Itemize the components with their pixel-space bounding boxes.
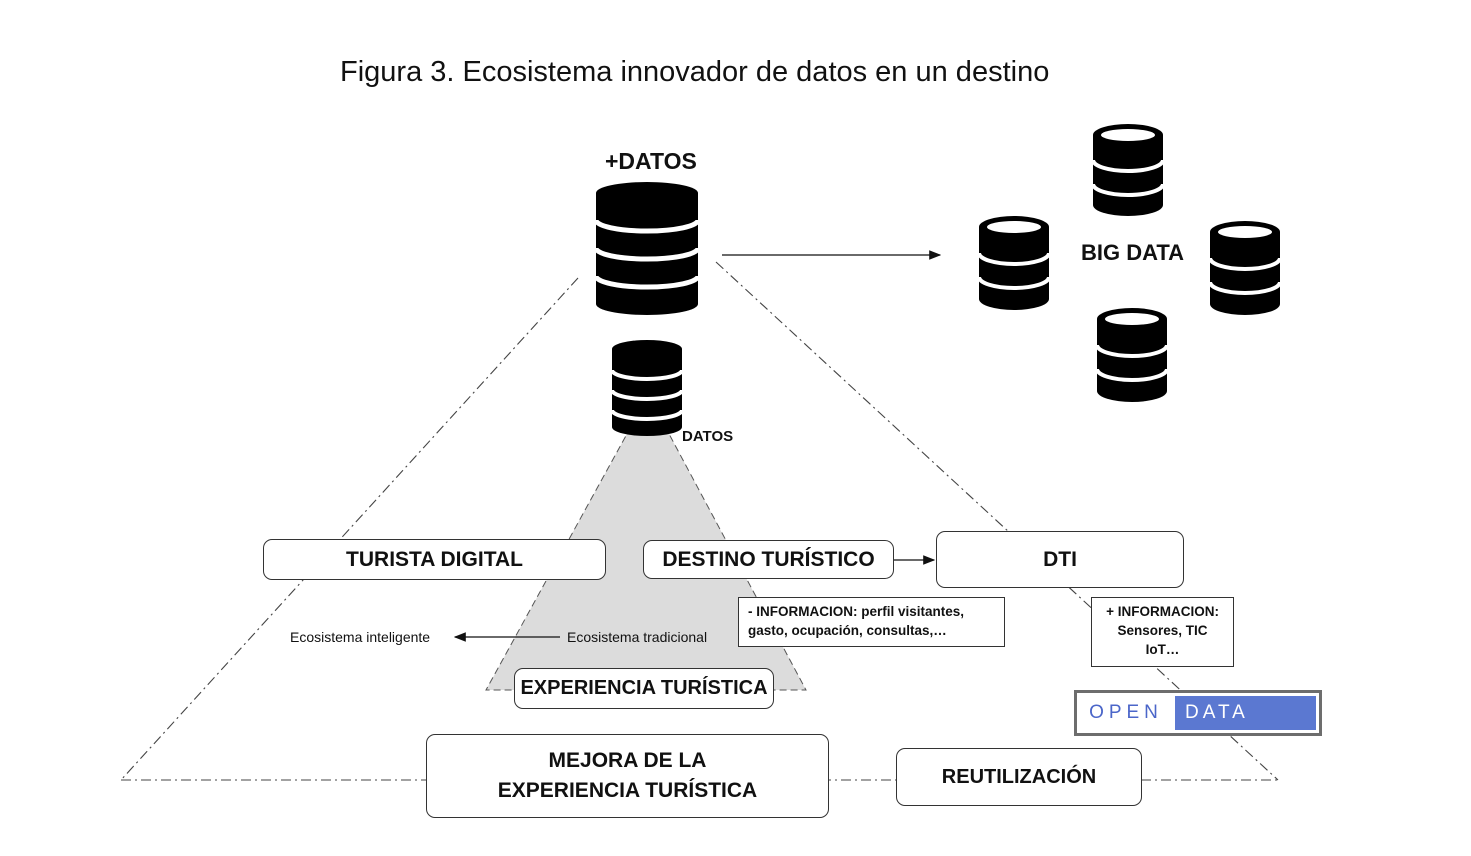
mejora-experiencia-box: MEJORA DE LA EXPERIENCIA TURÍSTICA (426, 734, 829, 818)
mejora-line-1: MEJORA DE LA (548, 749, 707, 772)
menos-informacion-line-1: - INFORMACION: perfil visitantes, (748, 604, 965, 619)
big-data-label: BIG DATA (1081, 240, 1185, 265)
database-icon-big-data-top (1091, 124, 1165, 216)
menos-informacion-note: - INFORMACION: perfil visitantes, gasto,… (738, 597, 1005, 647)
mas-informacion-line-2: Sensores, TIC (1117, 623, 1208, 638)
database-icon-big-data-right (1208, 221, 1282, 315)
turista-digital-box: TURISTA DIGITAL (263, 539, 606, 580)
database-icon-small (610, 340, 684, 436)
open-data-data-text: DATA (1175, 696, 1316, 730)
destino-turistico-box: DESTINO TURÍSTICO (643, 540, 894, 579)
datos-label: DATOS (682, 428, 734, 445)
ecosistema-tradicional-label: Ecosistema tradicional (567, 629, 708, 645)
database-icon-large (593, 182, 701, 315)
mas-informacion-line-3: IoT… (1145, 642, 1180, 657)
figure-title: Figura 3. Ecosistema innovador de datos … (340, 56, 1050, 88)
open-data-logo: OPEN DATA (1074, 690, 1322, 736)
mas-informacion-line-1: + INFORMACION: (1106, 604, 1219, 619)
mas-informacion-note: + INFORMACION: Sensores, TIC IoT… (1091, 597, 1234, 667)
mas-datos-label: +DATOS (605, 148, 697, 174)
reutilizacion-box: REUTILIZACIÓN (896, 748, 1142, 806)
experiencia-turistica-box: EXPERIENCIA TURÍSTICA (514, 668, 774, 709)
menos-informacion-line-2: gasto, ocupación, consultas,… (748, 623, 947, 638)
dti-box: DTI (936, 531, 1184, 588)
open-data-open-text: OPEN (1089, 702, 1163, 723)
ecosistema-inteligente-label: Ecosistema inteligente (290, 629, 431, 645)
database-icon-big-data-bottom (1095, 308, 1169, 402)
mejora-line-2: EXPERIENCIA TURÍSTICA (497, 779, 758, 802)
database-icon-big-data-left (977, 216, 1051, 310)
